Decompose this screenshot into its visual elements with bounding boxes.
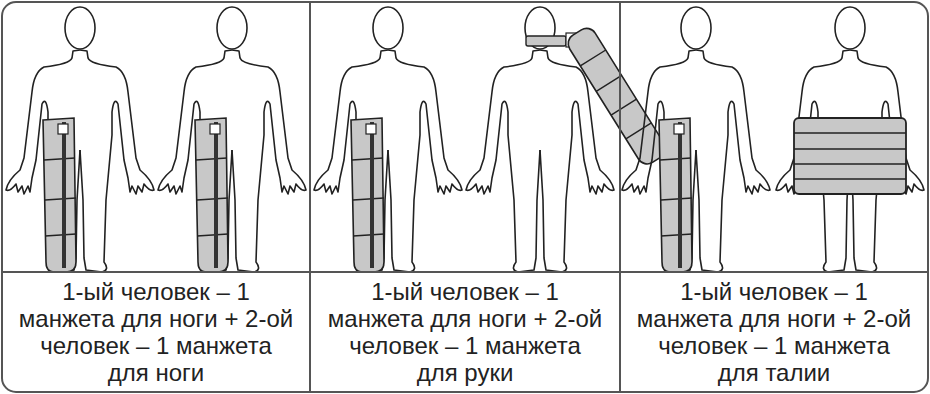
caption-cell: 1-ый человек – 1 манжета для ноги + 2-ой… — [312, 274, 618, 390]
caption-cell: 1-ый человек – 1 манжета для ноги + 2-ой… — [4, 274, 308, 390]
cell-text: 1-ый человек – 1 манжета для ноги + 2-ой… — [18, 278, 294, 386]
cell-text: 1-ый человек – 1 манжета для ноги + 2-ой… — [636, 278, 912, 386]
caption-cell: 1-ый человек – 1 манжета для ноги + 2-ой… — [622, 274, 926, 390]
cell-text: 1-ый человек – 1 манжета для ноги + 2-ой… — [326, 278, 604, 386]
